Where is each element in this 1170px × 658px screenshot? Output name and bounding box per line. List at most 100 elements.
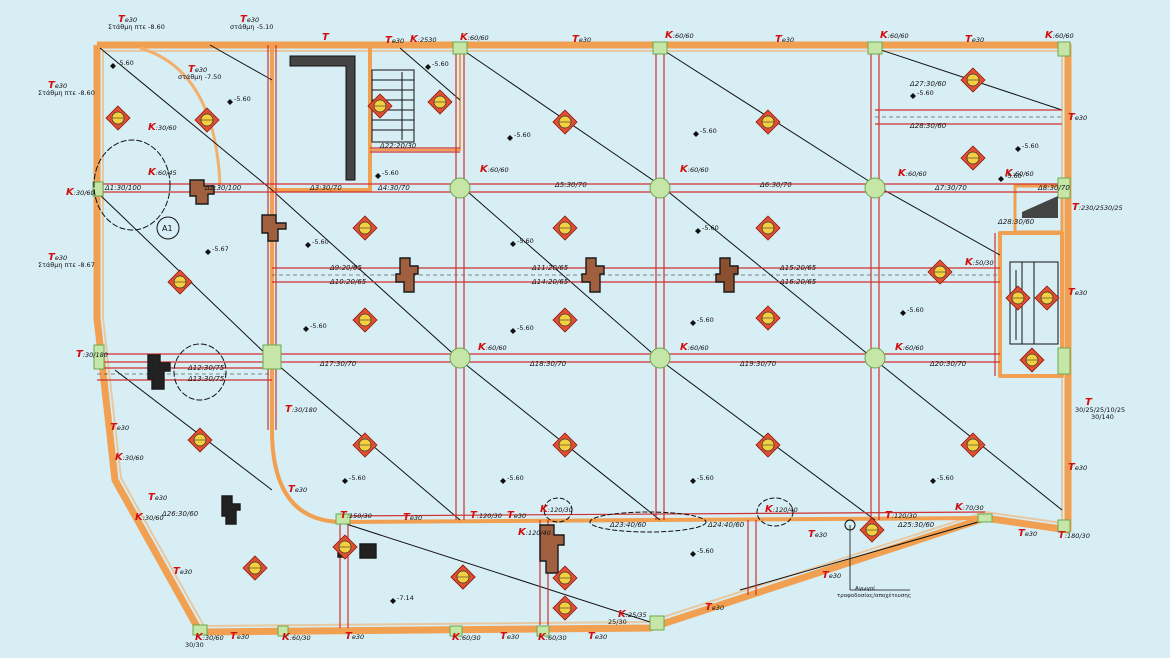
beam-label: Δ14:20/65 — [531, 278, 569, 286]
wall-label: Te30 — [705, 602, 724, 613]
note-line1: Αγωγοί — [855, 585, 875, 592]
wall-label: Te30 — [110, 422, 129, 433]
beam-label: Δ24:40/60 — [707, 521, 745, 529]
wall-label: T:180/30 — [1058, 530, 1090, 541]
level-marker: -7.14 — [390, 594, 414, 604]
column-round — [864, 177, 886, 199]
outer-wall — [93, 41, 1072, 636]
slab-marker-icon — [167, 269, 193, 295]
column-round — [864, 347, 886, 369]
level-value: -5.60 — [1005, 172, 1022, 180]
slab-marker-icon — [105, 105, 131, 131]
column-rect — [449, 625, 463, 637]
wall-label: Te30 — [775, 34, 794, 45]
column-label: K:60/60 — [480, 164, 509, 175]
slab-symbols-layer — [105, 67, 1060, 621]
beam-label: Δ22:20/30 — [379, 142, 417, 150]
level-marker: -5.60 — [998, 172, 1022, 182]
level-mark-icon — [930, 478, 936, 484]
column-label: K:60/60 — [460, 32, 489, 43]
column-label: K:25/35 — [618, 609, 647, 620]
level-marker: -5.60 — [690, 316, 714, 326]
columns — [92, 41, 1071, 637]
level-marker: -5.60 — [900, 306, 924, 316]
slab-marker-icon — [755, 305, 781, 331]
wall-label-sub: 30/30 — [185, 641, 204, 649]
level-mark-icon — [900, 310, 906, 316]
revision-clouds — [93, 139, 794, 533]
level-value: -5.60 — [700, 127, 717, 135]
beams — [97, 45, 1062, 628]
slab-marker-icon — [755, 215, 781, 241]
level-mark-icon — [690, 320, 696, 326]
column-rect — [867, 41, 883, 55]
slab-marker-icon — [427, 89, 453, 115]
level-mark-icon — [375, 173, 381, 179]
column-label: K:60/60 — [680, 342, 709, 353]
wall-label: Te30 — [572, 34, 591, 45]
wall-label: Te30 — [1068, 287, 1087, 298]
column-round — [649, 177, 671, 199]
beam-label: Δ5:30/70 — [554, 181, 587, 189]
level-marker: -5.60 — [510, 324, 534, 334]
level-marker: -5.60 — [500, 474, 524, 484]
wall-label: Te30 — [173, 566, 192, 577]
wall-label: Te30 — [1018, 528, 1037, 539]
wall-label: T:120/30 — [470, 510, 502, 521]
level-marker: -5.60 — [690, 474, 714, 484]
wall-label-sub2: 30/140 — [1091, 413, 1114, 421]
column-rect — [277, 625, 289, 637]
column-rect — [649, 615, 665, 631]
slab-marker-icon — [552, 215, 578, 241]
wall-label: Te30 — [965, 34, 984, 45]
level-mark-icon — [425, 64, 431, 70]
slab-marker-icon — [187, 427, 213, 453]
wall-label: T:230/2530/25 — [1072, 202, 1123, 213]
column-label: K:60/30 — [282, 632, 311, 643]
slab-marker-icon — [332, 534, 358, 560]
level-mark-icon — [693, 131, 699, 137]
wall-label: Te30 — [1068, 462, 1087, 473]
level-value: -5.60 — [514, 131, 531, 139]
level-value: -5.60 — [349, 474, 366, 482]
level-value: -5.60 — [702, 224, 719, 232]
slab-marker-icon — [352, 215, 378, 241]
slab-marker-icon — [755, 109, 781, 135]
wall-label-sub: Στάθμη πτε -8.60 — [38, 89, 95, 97]
beam-label: Δ20:30/70 — [929, 360, 967, 368]
wall-label: Te30 — [403, 512, 422, 523]
column-rect — [1057, 347, 1071, 375]
beam-label: Δ12:30/75 — [187, 364, 225, 372]
slab-diagonals — [99, 44, 1063, 623]
level-mark-icon — [205, 249, 211, 255]
slab-marker-icon — [552, 307, 578, 333]
level-mark-icon — [510, 241, 516, 247]
level-marker: -5.60 — [303, 322, 327, 332]
level-value: -5.60 — [117, 59, 134, 67]
column-label: K:60/45 — [148, 167, 177, 178]
slab-marker-icon — [960, 67, 986, 93]
wall-label: T:120/30 — [885, 510, 917, 521]
level-marker: -5.60 — [910, 89, 934, 99]
wall-label: Te30 — [288, 484, 307, 495]
level-marker: -5.60 — [425, 60, 449, 70]
beam-label: Δ26:30/60 — [161, 510, 199, 518]
column-rect — [92, 181, 104, 197]
column-round — [449, 347, 471, 369]
wall-label-sub: 25/30 — [608, 618, 627, 626]
beam-label: Δ25:30/60 — [897, 521, 935, 529]
level-mark-icon — [690, 478, 696, 484]
wall-label-sub: Στάθμη πτε -8.67 — [38, 261, 95, 269]
wall-label-sub: 30/25/25/10/25 — [1075, 406, 1125, 414]
level-value: -5.60 — [312, 238, 329, 246]
slab-marker-icon — [1005, 285, 1031, 311]
wall-label: T — [1085, 397, 1093, 408]
column-rect — [536, 625, 550, 637]
slab-marker-icon — [242, 555, 268, 581]
beam-label: Δ2:30/100 — [204, 184, 242, 192]
slab-marker-icon — [1019, 347, 1045, 373]
level-marker: -5.60 — [930, 474, 954, 484]
column-label: K:30/60 — [115, 452, 144, 463]
column-rect — [1057, 41, 1071, 57]
